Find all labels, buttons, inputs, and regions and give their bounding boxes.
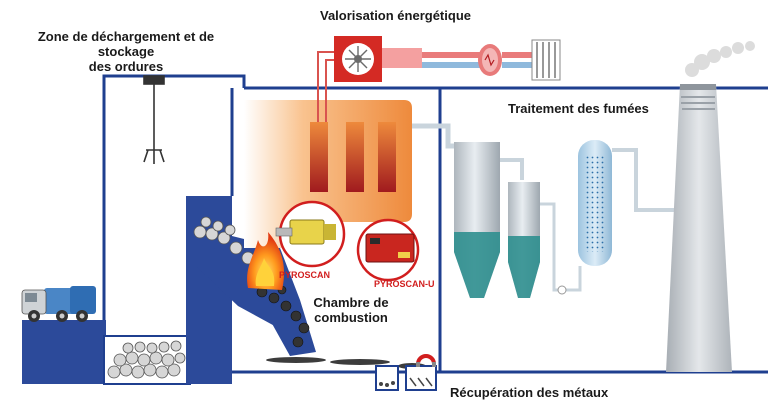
boiler — [244, 51, 412, 248]
energy-recovery — [334, 36, 561, 82]
label-chambre-combustion: Chambre de combustion — [313, 295, 389, 325]
generator-icon — [478, 44, 502, 76]
label-zone-stockage: Zone de déchargement et de stockage des … — [37, 29, 215, 74]
garbage-truck-icon — [21, 286, 96, 322]
crane-grab-icon — [143, 75, 165, 164]
pyroscan-device — [275, 200, 346, 268]
chimney-stack — [666, 84, 732, 372]
radiator-icon — [531, 39, 561, 81]
label-valorisation: Valorisation énergétique — [320, 8, 471, 23]
smoke-icon — [685, 41, 755, 77]
flame-icon — [247, 232, 285, 290]
flue-gas-treatment — [412, 123, 686, 298]
label-pyroscan: PYROSCAN — [279, 270, 331, 280]
label-pyroscan-u: PYROSCAN-U — [374, 279, 435, 289]
pyroscan-u-device — [356, 218, 420, 282]
metal-recovery — [375, 354, 437, 391]
magnet-icon — [416, 354, 436, 367]
label-traitement-fumees: Traitement des fumées — [508, 101, 649, 116]
label-recuperation-metaux: Récupération des métaux — [450, 385, 609, 400]
turbine-icon — [334, 36, 382, 82]
